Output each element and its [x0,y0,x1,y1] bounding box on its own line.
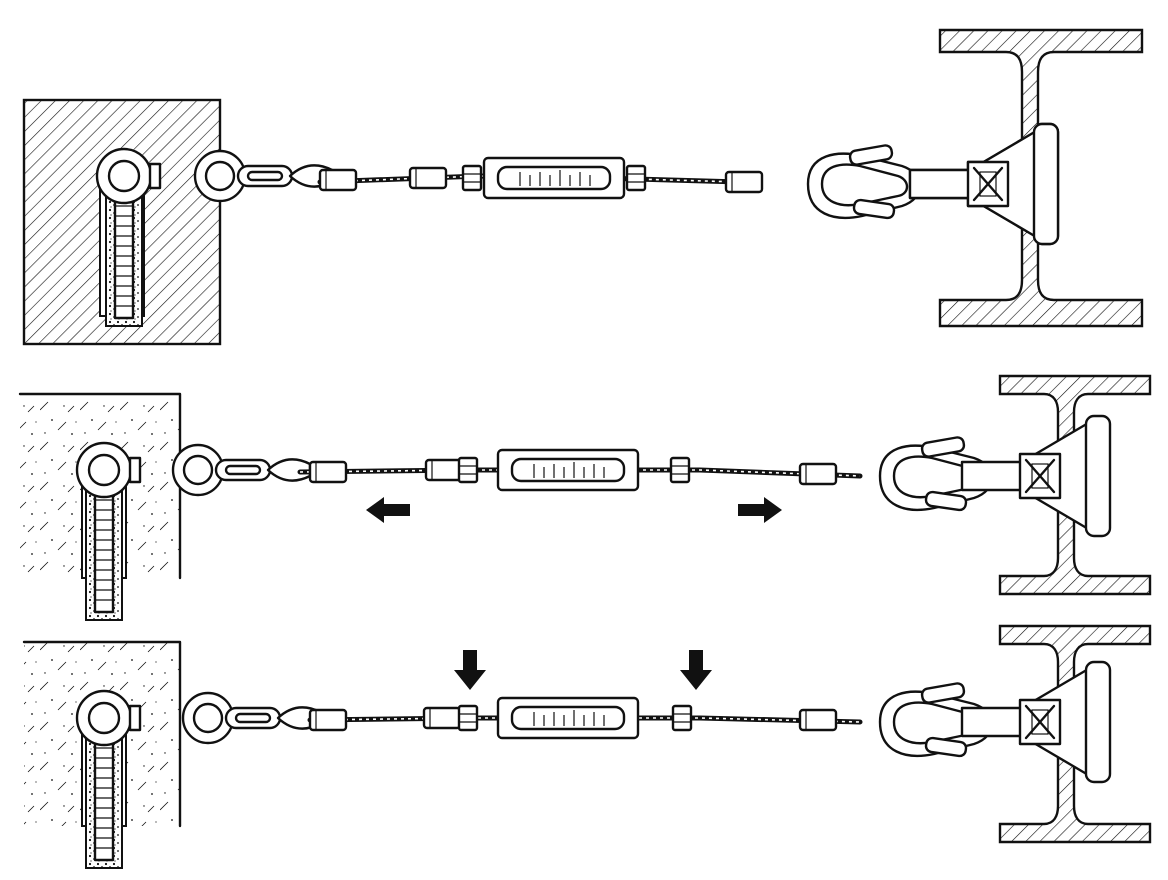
arrow-down-icon [454,650,486,690]
ferrule [408,166,448,190]
chain-links [193,149,334,203]
ferrule [798,708,838,732]
arrow-down-icon [680,650,712,690]
lock-nut [457,704,479,732]
lock-nut [625,164,647,192]
ferrule [308,460,348,484]
ferrule [308,708,348,732]
tension-indicator [496,448,640,492]
beam-sling [960,414,1112,538]
steel-i-beam [998,374,1152,596]
arrow-right-icon [738,497,782,523]
lock-nut [457,456,479,484]
carabiner [806,143,922,220]
lock-nut [671,704,693,732]
tension-indicator [496,696,640,740]
beam-sling [960,660,1112,784]
tension-indicator [482,156,626,200]
chain-links [171,443,312,497]
panel-assembled [22,28,1144,346]
lock-nut [461,164,483,192]
steel-i-beam [938,28,1144,328]
chain-links [181,691,322,745]
arrow-left-icon [366,497,410,523]
panel-locking [22,624,1152,870]
ferrule [724,170,764,194]
ferrule [422,706,462,730]
lock-nut [669,456,691,484]
panel-tensioning [18,374,1152,622]
steel-i-beam [998,624,1152,844]
ferrule [318,168,358,192]
ferrule [424,458,464,482]
ferrule [798,462,838,486]
